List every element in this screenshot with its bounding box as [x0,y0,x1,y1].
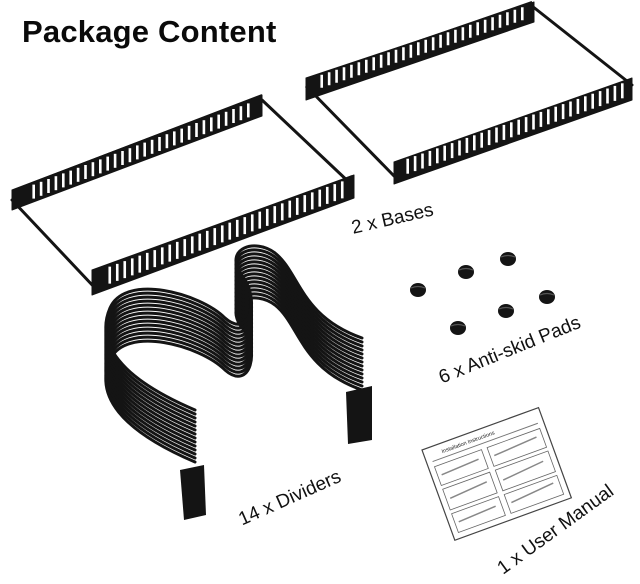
page-title: Package Content [22,14,277,49]
